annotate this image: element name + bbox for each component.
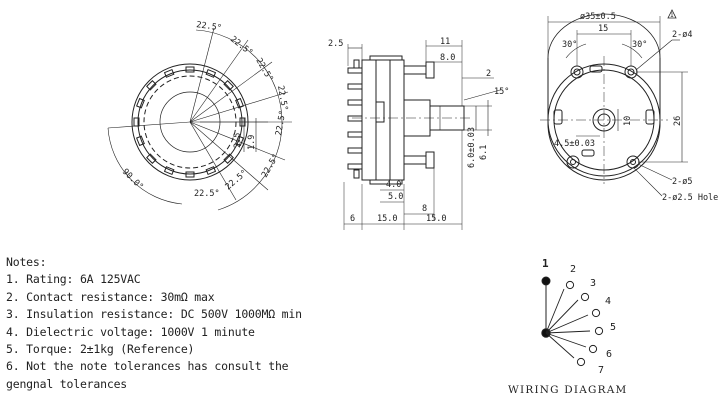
notes-title: Notes: (6, 255, 47, 269)
rear-callout: 2-ø2.5 Hole (662, 193, 718, 203)
rear-dim: 26 (673, 116, 683, 126)
front-angle-label: 22.5° (228, 34, 254, 58)
rear-flag: 1 (670, 12, 674, 19)
note-line: 2. Contact resistance: 30mΩ max (6, 289, 215, 304)
front-angle-label: 22.5° (224, 168, 250, 192)
rear-view-labels: ø35±0.5 1 15 30° 30° 10 26 4.5±0.03 2-ø4… (554, 12, 718, 203)
front-angle-label: 22.5° (260, 152, 281, 179)
rear-dim: 4.5±0.03 (554, 139, 595, 149)
front-angle-label-90: 90.0° (120, 167, 145, 192)
side-top-dim: 2 (486, 69, 491, 79)
wiring-position-label: 3 (590, 278, 596, 289)
rear-view (540, 9, 688, 197)
side-bottom-dim: 4.0 (386, 180, 401, 190)
wiring-position-label: 6 (606, 349, 612, 360)
wiring-diagram (541, 276, 604, 367)
terminal-pins (347, 59, 363, 179)
side-top-dim: 11 (440, 37, 450, 47)
side-bottom-dim: 5.0 (388, 192, 403, 202)
side-view-labels: 2.5 11 8.0 2 15° 6.0±0.03 6.1 4.0 5.0 8 … (328, 37, 509, 224)
wiring-position-label: 4 (605, 296, 611, 307)
side-top-dim: 2.5 (328, 39, 343, 49)
note-line: 5. Torque: 2±1kg (Reference) (6, 342, 195, 357)
side-bottom-dim: 15.0 (426, 214, 446, 224)
rear-dim: 15 (598, 24, 608, 34)
rear-dim: 30° (632, 40, 647, 50)
rear-diameter: ø35±0.5 (580, 12, 616, 22)
wiring-position-label: 2 (570, 264, 576, 275)
wiring-diagram-title: WIRING DIAGRAM (508, 384, 628, 396)
rear-dim: 30° (562, 40, 577, 50)
wiring-position-label: 5 (610, 322, 616, 333)
side-angle-label: 15° (494, 87, 509, 97)
notes-block: Notes: 1. Rating: 6A 125VAC 2. Contact r… (6, 254, 346, 393)
front-angle-label: 22.5° (196, 20, 223, 33)
side-view (343, 40, 501, 230)
front-angle-label: 22.5° (253, 57, 274, 84)
front-angle-label: 22.5° (275, 85, 289, 112)
rear-dim: 10 (623, 116, 633, 126)
side-bottom-dim: 6 (350, 214, 355, 224)
wiring-position-label: 7 (598, 365, 604, 376)
rear-callout: 2-ø4 (672, 30, 692, 40)
note-line: 3. Insulation resistance: DC 500V 1000MΩ… (6, 307, 302, 322)
side-right-dim: 6.0±0.03 (467, 127, 477, 168)
front-small-dim: 2.5 (233, 133, 243, 148)
wiring-position-labels: 1 2 3 4 5 6 7 (542, 257, 616, 376)
note-line: 1. Rating: 6A 125VAC (6, 272, 141, 287)
side-top-dim: 8.0 (440, 53, 455, 63)
side-right-dim: 6.1 (479, 145, 489, 160)
wiring-position-label: 1 (542, 257, 549, 270)
note-line: 6. Not the note tolerances has consult t… (6, 359, 289, 374)
side-bottom-dim: 8 (422, 204, 427, 214)
front-angle-label: 22.5° (194, 189, 220, 199)
front-view (107, 27, 292, 211)
front-small-dim: 1.9 (247, 135, 257, 150)
side-bottom-dim: 15.0 (377, 214, 397, 224)
note-line: gengnal tolerances (6, 376, 128, 391)
note-line: 4. Dielectric voltage: 1000V 1 minute (6, 324, 255, 339)
front-angle-label: 22.5° (274, 110, 288, 137)
rear-callout: 2-ø5 (672, 177, 692, 187)
